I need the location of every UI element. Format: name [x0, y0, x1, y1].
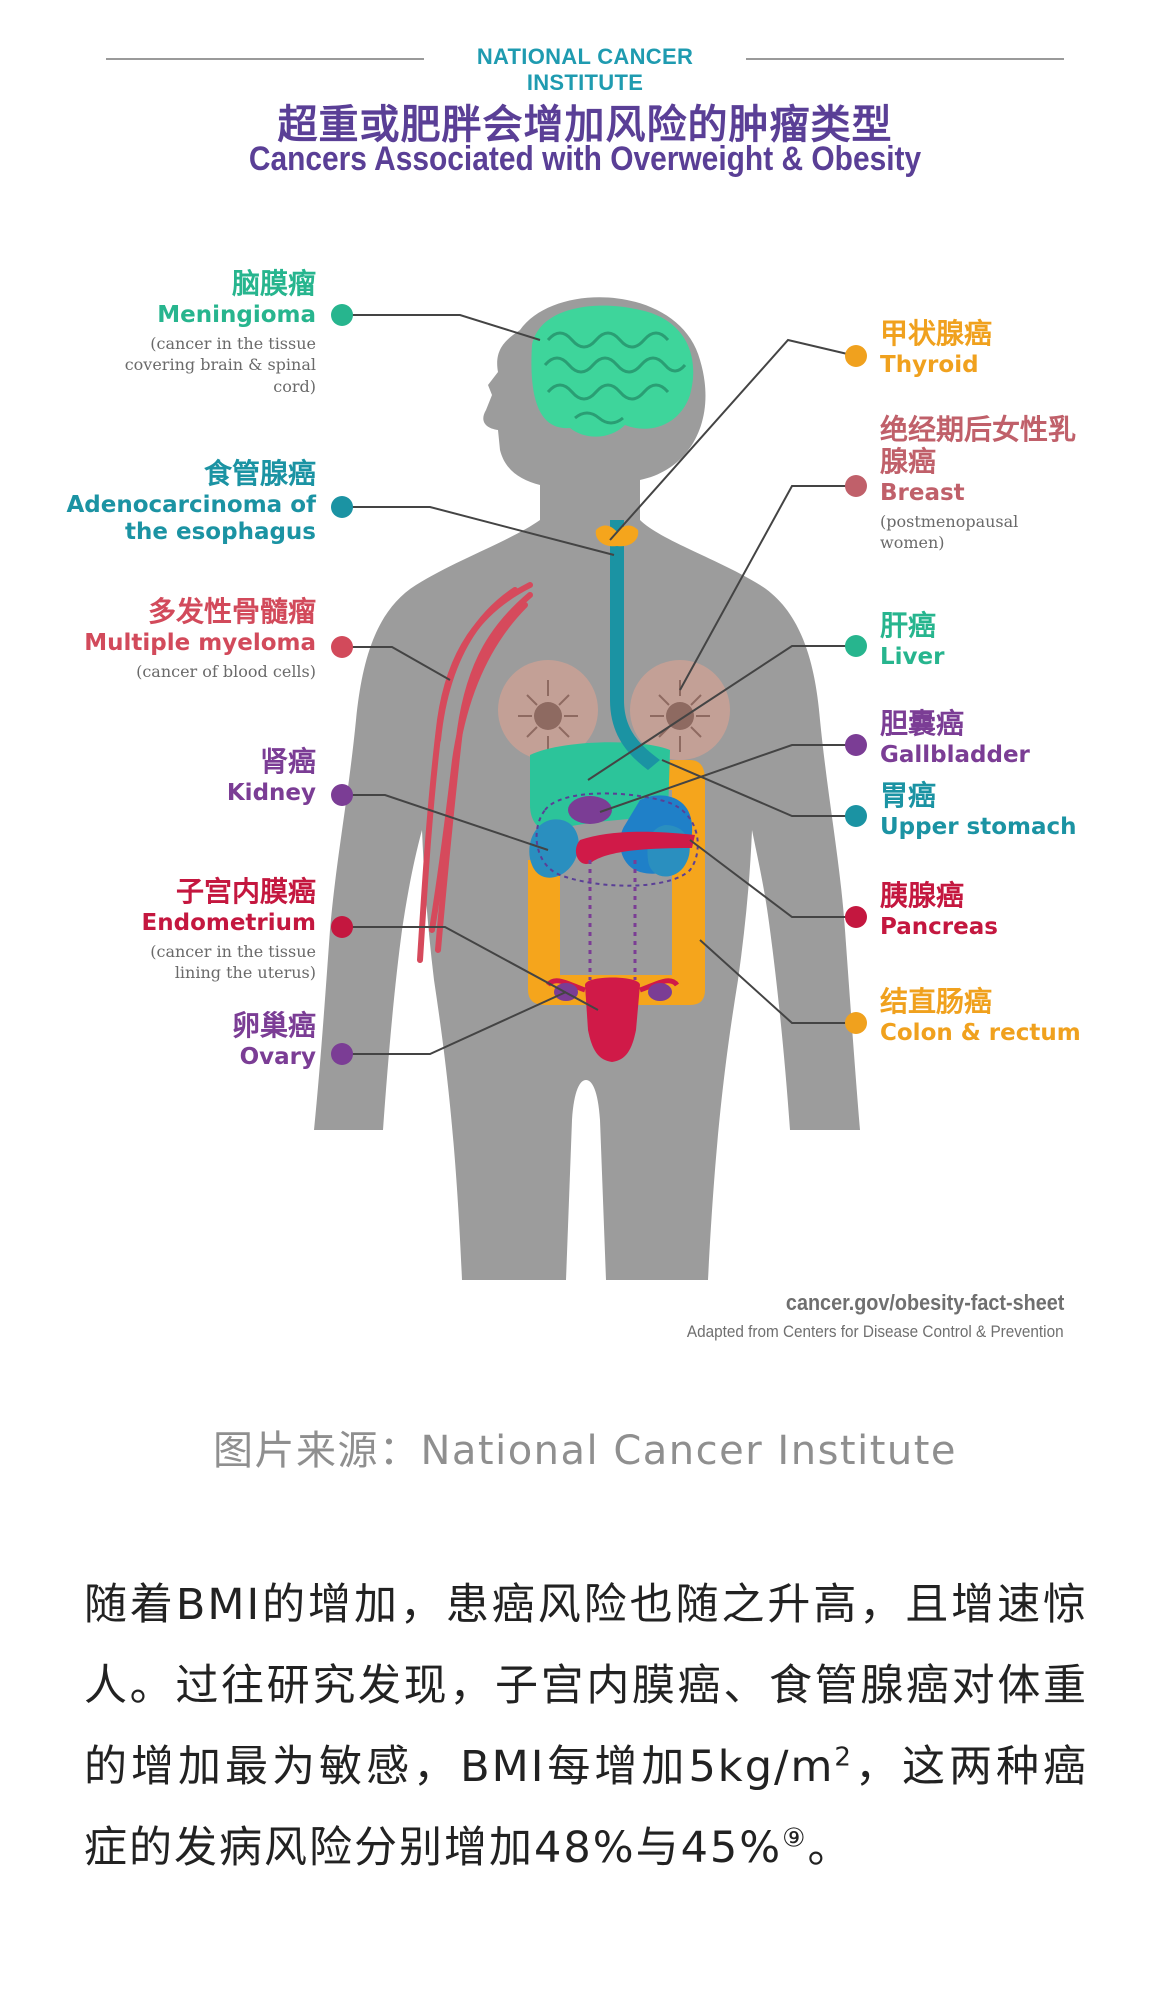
esophagus-en: Adenocarcinoma of the esophagus [66, 492, 316, 545]
thyroid-en: Thyroid [880, 352, 979, 379]
paragraph-part1: 随着BMI的增加，患癌风险也随之升高，且增速惊人。过往研究发现，子宫内膜癌、食管… [84, 1580, 1088, 1792]
label-liver: 肝癌 Liver [880, 609, 1170, 671]
colon-en: Colon & rectum [880, 1020, 1081, 1047]
abdomen-outline [535, 792, 699, 887]
ovary-cords [588, 860, 637, 980]
citation-marker: ⑨ [782, 1823, 808, 1854]
kidney-left [529, 819, 579, 878]
pancreas-en: Pancreas [880, 914, 998, 941]
source-url: cancer.gov/obesity-fact-sheet [785, 1290, 1064, 1315]
ovary-zh: 卵巢癌 [231, 1009, 316, 1042]
label-breast: 绝经期后女性乳腺癌 Breast (postmenopausal women) [880, 413, 1080, 554]
myeloma-zh: 多发性骨髓瘤 [147, 595, 316, 628]
thyroid [595, 525, 639, 547]
myeloma-note: (cancer of blood cells) [136, 661, 316, 681]
header-rule-right [746, 58, 1064, 60]
image-caption: 图片来源：National Cancer Institute [212, 1428, 958, 1474]
label-thyroid: 甲状腺癌 Thyroid [880, 317, 1170, 379]
label-ovary: 卵巢癌 Ovary [16, 1009, 316, 1071]
gallbladder-en: Gallbladder [880, 742, 1030, 769]
connectors-right [587, 338, 857, 1024]
label-gallbladder: 胆囊癌 Gallbladder [880, 707, 1170, 769]
label-stomach: 胃癌 Upper stomach [880, 779, 1170, 841]
label-colon: 结直肠癌 Colon & rectum [880, 985, 1170, 1047]
thyroid-zh: 甲状腺癌 [880, 317, 993, 350]
breast-zh: 绝经期后女性乳腺癌 [880, 413, 1077, 479]
label-endometrium: 子宫内膜癌 Endometrium (cancer in the tissue … [16, 875, 316, 984]
label-esophagus: 食管腺癌 Adenocarcinoma of the esophagus [16, 457, 316, 545]
dots-right [845, 345, 867, 1034]
meningioma-en: Meningioma [157, 302, 316, 329]
org-name: NATIONAL CANCER INSTITUTE [476, 44, 694, 95]
paragraph-part2: ，这两种癌症的发病风险分别增加48%与45% [84, 1742, 1089, 1873]
infographic: NATIONAL CANCER INSTITUTE 超重或肥胖会增加风险的肿瘤类… [16, 44, 1170, 1341]
meningioma-note: (cancer in the tissue covering brain & s… [124, 333, 316, 396]
header-rule-left [106, 58, 424, 60]
label-pancreas: 胰腺癌 Pancreas [880, 879, 1170, 941]
title-chinese: 超重或肥胖会增加风险的肿瘤类型 [277, 102, 893, 148]
source-adapted: Adapted from Centers for Disease Control… [687, 1322, 1064, 1341]
gallbladder-zh: 胆囊癌 [880, 707, 965, 740]
article-paragraph: 随着BMI的增加，患癌风险也随之升高，且增速惊人。过往研究发现，子宫内膜癌、食管… [84, 1565, 1088, 1889]
stomach-zh: 胃癌 [880, 779, 937, 812]
endometrium-zh: 子宫内膜癌 [175, 875, 316, 908]
label-meningioma: 脑膜瘤 Meningioma (cancer in the tissue cov… [16, 267, 316, 397]
pancreas [575, 831, 695, 864]
paragraph-part3: 。 [807, 1823, 853, 1873]
label-myeloma: 多发性骨髓瘤 Multiple myeloma (cancer of blood… [16, 595, 316, 682]
label-kidney: 肾癌 Kidney [16, 745, 316, 807]
dots-left [331, 304, 353, 1065]
breast-en: Breast [880, 480, 965, 507]
meningioma-zh: 脑膜瘤 [231, 267, 316, 300]
gallbladder [568, 796, 612, 824]
breast-note: (postmenopausal women) [880, 511, 1019, 553]
liver-en: Liver [880, 644, 945, 671]
myeloma-en: Multiple myeloma [84, 630, 316, 657]
esophagus [610, 520, 660, 770]
ovary-en: Ovary [239, 1044, 316, 1071]
endometrium-en: Endometrium [141, 910, 316, 937]
esophagus-zh: 食管腺癌 [203, 457, 316, 490]
connectors-left [342, 314, 615, 1055]
liver-zh: 肝癌 [880, 609, 937, 642]
endometrium-note: (cancer in the tissue lining the uterus) [150, 941, 316, 983]
pancreas-zh: 胰腺癌 [880, 879, 965, 912]
colon-zh: 结直肠癌 [880, 985, 993, 1018]
brain [531, 305, 694, 437]
title-english: Cancers Associated with Overweight & Obe… [248, 140, 922, 178]
kidney-en: Kidney [226, 780, 316, 807]
stomach-en: Upper stomach [880, 814, 1077, 841]
superscript-squared: 2 [834, 1742, 853, 1773]
kidney-zh: 肾癌 [259, 745, 316, 778]
arm-veins [417, 582, 533, 963]
body-diagram [314, 297, 867, 1280]
